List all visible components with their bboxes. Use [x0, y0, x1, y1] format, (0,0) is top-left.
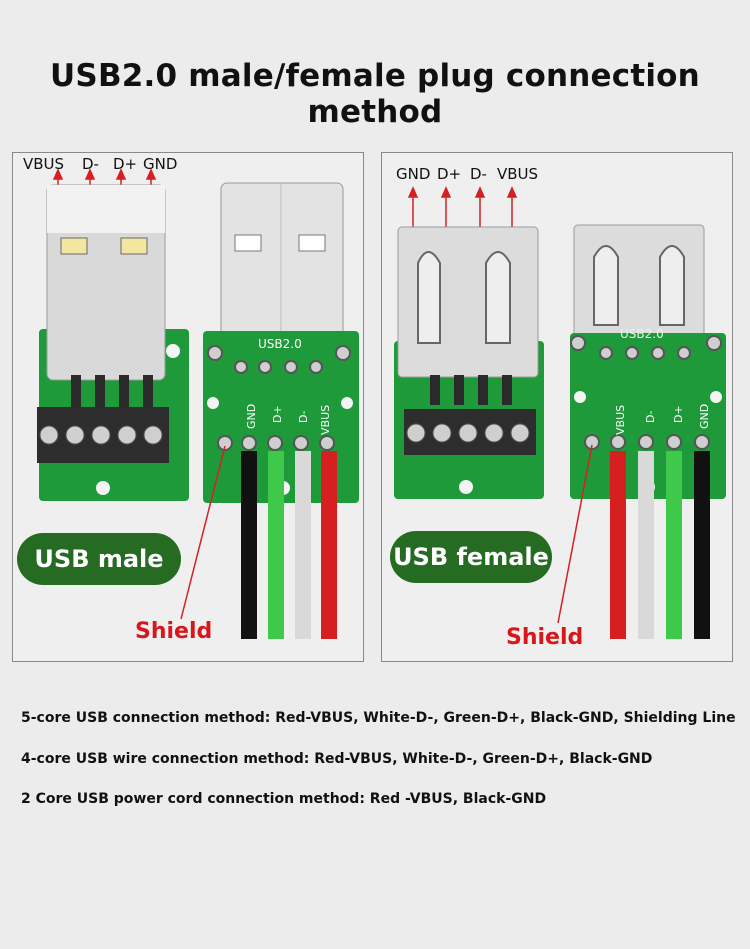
- female-board-pin-vbus: VBUS: [614, 404, 627, 435]
- usb-male-illustration: [37, 168, 359, 639]
- usb-female-badge: USB female: [390, 531, 552, 583]
- female-pin-label-vbus: VBUS: [497, 165, 539, 183]
- female-pin-label-d-minus: D-: [470, 165, 487, 183]
- female-board-pin-gnd: GND: [698, 403, 711, 429]
- male-wires: [241, 451, 337, 639]
- male-shield-label: Shield: [135, 619, 213, 644]
- female-shield-pointer: [557, 444, 593, 624]
- female-board-label: USB2.0: [620, 327, 664, 341]
- male-board-pin-d-plus: D+: [271, 405, 284, 423]
- female-wires: [610, 451, 710, 639]
- male-pin-label-gnd: GND: [143, 155, 178, 173]
- male-pin-label-d-minus: D-: [82, 155, 99, 173]
- usb-male-plug-2: [220, 182, 344, 339]
- male-pin-label-d-plus: D+: [113, 155, 138, 173]
- male-board-label: USB2.0: [258, 337, 302, 351]
- usb-female-illustration: [394, 186, 726, 639]
- male-board-pin-vbus: VBUS: [319, 404, 332, 435]
- female-board-pin-d-plus: D+: [672, 405, 685, 423]
- note-2-core: 2 Core USB power cord connection method:…: [21, 791, 547, 807]
- male-shield-pointer: [180, 445, 226, 620]
- female-pin-label-gnd: GND: [396, 165, 431, 183]
- usb-female-panel: GND D+ D- VBUS USB2.0 VBUS D- D+ GND USB…: [381, 152, 733, 662]
- page-title: USB2.0 male/female plug connection metho…: [50, 58, 700, 130]
- male-board-pin-gnd: GND: [245, 403, 258, 429]
- usb-male-badge: USB male: [17, 533, 181, 585]
- male-pin-label-vbus: VBUS: [23, 155, 65, 173]
- note-4-core: 4-core USB wire connection method: Red-V…: [21, 751, 653, 767]
- male-board-pin-d-minus: D-: [297, 410, 310, 423]
- usb-male-panel: VBUS D- D+ GND USB2.0 GND D+ D- VBUS USB…: [12, 152, 364, 662]
- note-5-core: 5-core USB connection method: Red-VBUS, …: [21, 710, 736, 726]
- female-pcb-right: [570, 333, 726, 499]
- female-shield-label: Shield: [506, 625, 584, 650]
- female-pin-arrows: [407, 186, 518, 233]
- female-pin-label-d-plus: D+: [437, 165, 462, 183]
- female-board-pin-d-minus: D-: [644, 410, 657, 423]
